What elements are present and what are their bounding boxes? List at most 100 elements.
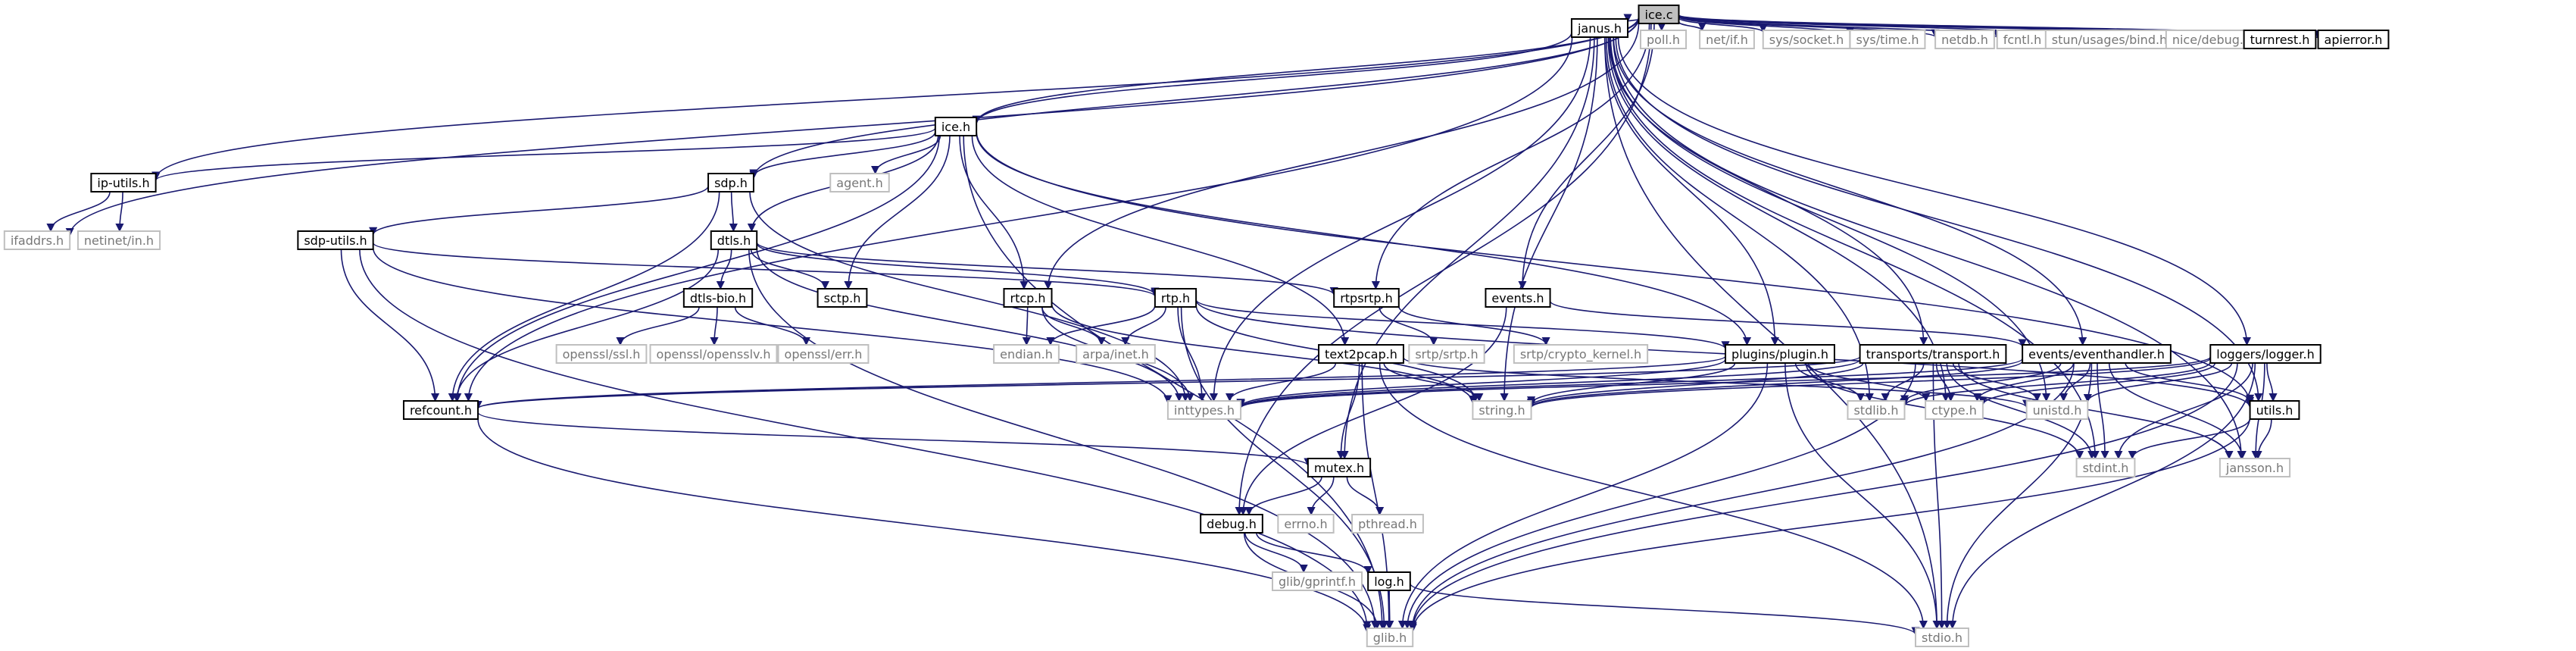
node-openssl-opensslv-h: openssl/opensslv.h: [649, 344, 778, 364]
node-box: [2243, 30, 2317, 49]
node-label: plugins/plugin.h: [1731, 347, 1828, 361]
edge-dtls-h-to-dtls-bio-h: [716, 249, 732, 290]
node-box: [1277, 514, 1335, 534]
node-utils-h[interactable]: utils.h: [2249, 400, 2300, 420]
node-label: janus.h: [1577, 21, 1622, 36]
edge-rtpsrtp-h-to-srtp-srtp-h: [1379, 306, 1438, 346]
node-apierror-h[interactable]: apierror.h: [2317, 30, 2390, 49]
edge-loggers-logger-h-to-unistd-h: [2083, 362, 2233, 403]
edge-ice-h-to-agent-h: [871, 135, 941, 175]
node-dtls-h[interactable]: dtls.h: [710, 230, 758, 250]
node-rtpsrtp-h[interactable]: rtpsrtp.h: [1333, 288, 1400, 308]
node-stdio-h: stdio.h: [1915, 628, 1969, 647]
edge-ice-c-to-rtpsrtp-h: [1371, 23, 1650, 290]
edge-ice-h-to-ip-utils-h: [151, 127, 936, 182]
edge-ice-h-to-rtcp-h: [959, 135, 1029, 290]
node-events-eventhandler-h[interactable]: events/eventhandler.h: [2022, 344, 2172, 364]
node-label: glib/gprintf.h: [1279, 574, 1356, 589]
edge-ice-c-to-ice-h: [972, 17, 1640, 124]
node-dtls-bio-h[interactable]: dtls-bio.h: [682, 288, 754, 308]
node-box: [1351, 514, 1424, 534]
node-ice-h[interactable]: ice.h: [934, 117, 978, 136]
node-ice-c[interactable]: ice.c: [1638, 5, 1680, 24]
edge-dtls-h-to-sctp-h: [750, 249, 829, 290]
edge-rtp-h-to-glib-h: [1180, 306, 1389, 630]
node-label: events.h: [1491, 291, 1544, 305]
node-debug-h[interactable]: debug.h: [1200, 514, 1263, 534]
edge-mutex-h-to-errno-h: [1307, 476, 1335, 516]
node-box: [649, 344, 778, 364]
node-events-h[interactable]: events.h: [1485, 288, 1551, 308]
edge-loggers-logger-h-to-stdint-h: [2114, 362, 2253, 460]
node-box: [2025, 400, 2089, 420]
node-box: [3, 230, 71, 250]
node-box: [707, 173, 754, 192]
node-log-h[interactable]: log.h: [1367, 571, 1411, 591]
edge-rtpsrtp-h-to-srtp-crypto-kernel-h: [1397, 305, 1550, 346]
node-sys-socket-h: sys/socket.h: [1762, 30, 1851, 49]
node-label: arpa/inet.h: [1082, 347, 1149, 361]
edge-janus-h-to-stdint-h: [1610, 36, 2100, 460]
node-turnrest-h[interactable]: turnrest.h: [2243, 30, 2317, 49]
edge-ice-h-to-plugins-plugin-h: [976, 132, 1752, 346]
node-label: fcntl.h: [2003, 33, 2042, 47]
edge-dtls-bio-h-to-openssl-err-h: [734, 306, 811, 346]
edge-events-eventhandler-h-to-utils-h: [2125, 362, 2255, 403]
node-label: openssl/ssl.h: [563, 347, 641, 361]
edge-sdp-h-to-refcount-h: [448, 191, 720, 402]
node-plugins-plugin-h[interactable]: plugins/plugin.h: [1725, 344, 1835, 364]
node-label: openssl/opensslv.h: [657, 347, 771, 361]
edge-debug-h-to-glib-gprintf-h: [1244, 532, 1308, 574]
node-label: transports/transport.h: [1866, 347, 2000, 361]
node-sctp-h[interactable]: sctp.h: [817, 288, 868, 308]
node-box: [1849, 30, 1926, 49]
node-label: net/if.h: [1706, 33, 1748, 47]
node-label: glib.h: [1373, 631, 1407, 645]
edge-janus-h-to-transports-transport-h: [1608, 36, 1928, 346]
edge-janus-h-to-loggers-logger-h: [1617, 36, 2252, 346]
edge-ice-c-to-sdp-h: [749, 17, 1640, 180]
node-box: [1318, 344, 1404, 364]
node-rtcp-h[interactable]: rtcp.h: [1003, 288, 1053, 308]
node-label: sys/time.h: [1856, 33, 1919, 47]
node-label: ifaddrs.h: [11, 233, 64, 248]
node-box: [1271, 571, 1363, 591]
node-loggers-logger-h[interactable]: loggers/logger.h: [2209, 344, 2322, 364]
node-label: utils.h: [2256, 403, 2293, 418]
node-transports-transport-h[interactable]: transports/transport.h: [1859, 344, 2007, 364]
edge-ice-c-to-rtcp-h: [1044, 23, 1640, 290]
edge-utils-h-to-stdint-h: [2128, 418, 2251, 460]
edge-log-h-to-stdio-h: [1410, 583, 1920, 636]
node-rtp-h[interactable]: rtp.h: [1154, 288, 1197, 308]
node-janus-h[interactable]: janus.h: [1570, 18, 1629, 38]
node-label: mutex.h: [1314, 461, 1364, 475]
node-sdp-h[interactable]: sdp.h: [707, 173, 754, 192]
node-label: turnrest.h: [2250, 33, 2310, 47]
edge-loggers-logger-h-to-stdio-h: [1948, 362, 2256, 630]
edge-utils-h-to-jansson-h: [2253, 418, 2272, 460]
node-label: apierror.h: [2325, 33, 2383, 47]
node-label: refcount.h: [410, 403, 472, 418]
edge-events-eventhandler-h-to-inttypes-h: [1236, 358, 2023, 409]
node-box: [1513, 344, 1649, 364]
node-box: [1996, 30, 2049, 49]
dependency-edges: [46, 14, 2322, 636]
node-refcount-h[interactable]: refcount.h: [402, 400, 479, 420]
edge-plugins-plugin-h-to-ctype-h: [1807, 362, 1931, 402]
edge-janus-h-to-utils-h: [1615, 36, 2263, 402]
node-label: stdio.h: [1922, 631, 1962, 645]
node-box: [777, 344, 870, 364]
node-ip-utils-h[interactable]: ip-utils.h: [90, 173, 157, 192]
edge-ice-c-to-ip-utils-h: [151, 16, 1640, 180]
node-label: ice.h: [941, 120, 970, 134]
node-unistd-h: unistd.h: [2025, 400, 2089, 420]
node-text2pcap-h[interactable]: text2pcap.h: [1318, 344, 1404, 364]
node-label: ip-utils.h: [97, 176, 149, 190]
node-label: stun/usages/bind.h: [2052, 33, 2167, 47]
node-mutex-h[interactable]: mutex.h: [1307, 458, 1372, 477]
edge-dtls-h-to-rtp-h: [756, 243, 1160, 296]
node-box: [1915, 628, 1969, 647]
node-sdp-utils-h[interactable]: sdp-utils.h: [297, 230, 374, 250]
node-box: [555, 344, 648, 364]
